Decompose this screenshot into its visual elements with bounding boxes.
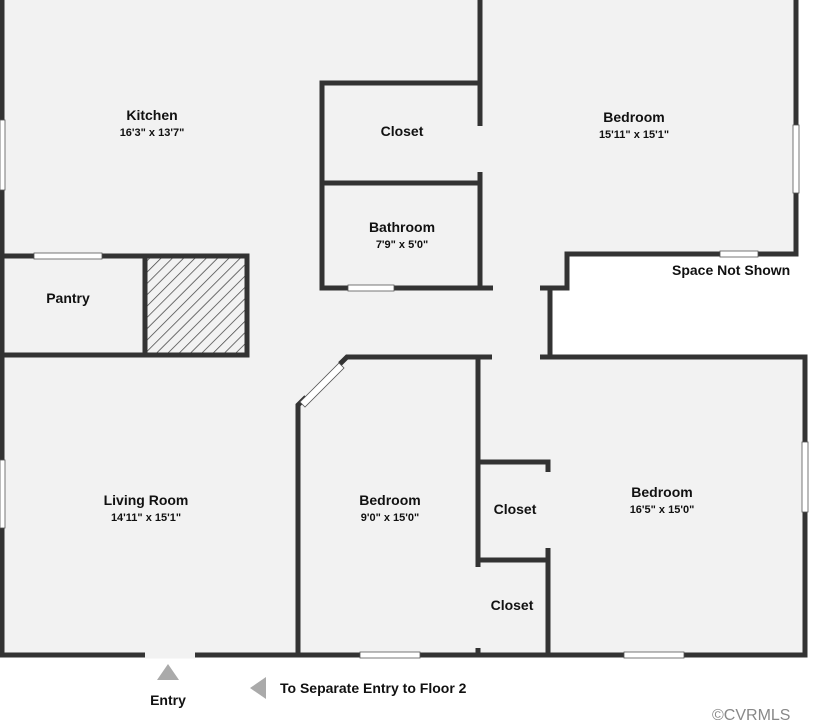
room-name-kitchen: Kitchen (126, 107, 177, 123)
window (792, 124, 800, 194)
room-dims-living-room: 14'11" x 15'1" (111, 512, 181, 524)
window (719, 250, 759, 258)
room-name-closet-mid: Closet (494, 501, 537, 517)
separate-entry-label: To Separate Entry to Floor 2 (280, 680, 467, 696)
room-name-closet-top: Closet (381, 123, 424, 139)
room-dims-bedroom-mid: 9'0" x 15'0" (361, 512, 419, 524)
window (801, 441, 809, 513)
window (0, 119, 6, 191)
window (299, 362, 345, 408)
room-dims-kitchen: 16'3" x 13'7" (120, 127, 185, 139)
room-name-bathroom: Bathroom (369, 219, 435, 235)
window (359, 651, 421, 659)
window (347, 284, 395, 292)
window (33, 252, 103, 260)
room-name-pantry: Pantry (46, 290, 90, 306)
window (623, 651, 685, 659)
room-labels: Kitchen 16'3" x 13'7" Closet Bedroom 15'… (46, 107, 694, 613)
windows (0, 119, 809, 659)
room-dims-bedroom-top: 15'11" x 15'1" (599, 129, 669, 141)
entry-label: Entry (150, 692, 186, 708)
room-name-bedroom-mid: Bedroom (359, 492, 420, 508)
triangle-left-icon (250, 677, 266, 699)
window (0, 459, 6, 529)
room-name-living-room: Living Room (104, 492, 189, 508)
room-name-bedroom-right: Bedroom (631, 484, 692, 500)
triangle-up-icon (157, 664, 179, 680)
room-dims-bedroom-right: 16'5" x 15'0" (630, 504, 695, 516)
watermark: ©CVRMLS (712, 707, 790, 720)
hatched-block (147, 258, 247, 355)
floor-fill (0, 0, 805, 655)
room-dims-bathroom: 7'9" x 5'0" (376, 239, 428, 251)
space-not-shown-label: Space Not Shown (672, 262, 790, 278)
room-name-closet-bottom: Closet (491, 597, 534, 613)
room-name-bedroom-top: Bedroom (603, 109, 664, 125)
door-openings (145, 126, 552, 659)
